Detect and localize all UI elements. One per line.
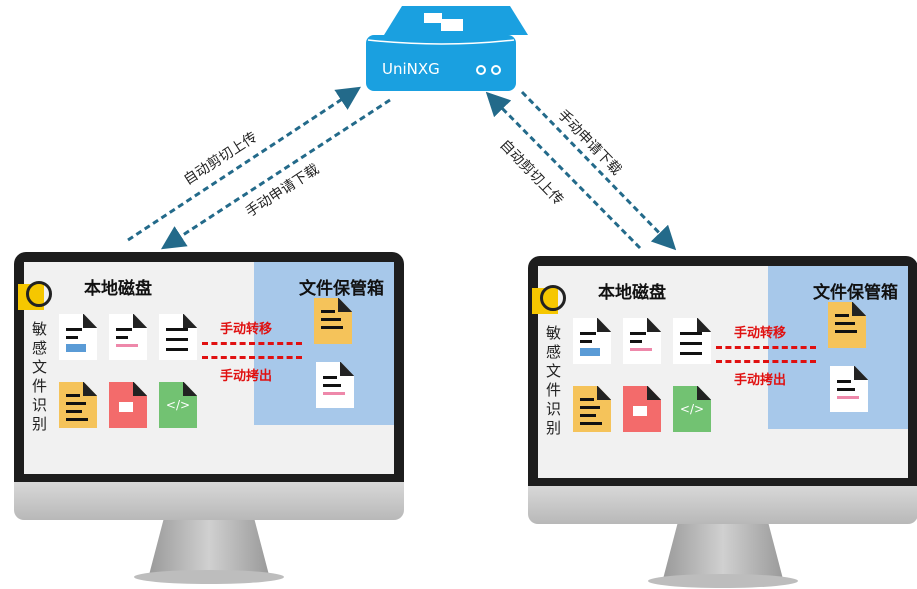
chart-doc-icon bbox=[109, 314, 147, 360]
chart-doc-icon bbox=[623, 318, 661, 364]
spreadsheet-doc-icon bbox=[159, 314, 197, 360]
gateway-device bbox=[366, 6, 528, 91]
local-disk-title: 本地磁盘 bbox=[598, 283, 666, 303]
code-doc-icon: </> bbox=[673, 386, 711, 432]
vault-chart-doc-icon bbox=[316, 362, 354, 408]
monitor-stand bbox=[149, 520, 269, 575]
copy-out-arrow bbox=[202, 356, 302, 359]
magnifier-icon bbox=[532, 285, 566, 314]
monitor-stand bbox=[663, 524, 783, 579]
vault-title: 文件保管箱 bbox=[813, 283, 898, 303]
monitor-right: 本地磁盘 文件保管箱 敏感文件识别 </> 手动转移 手动拷出 bbox=[528, 256, 917, 589]
monitor-base bbox=[134, 570, 284, 584]
vault-text-doc-icon bbox=[828, 302, 866, 348]
sensitive-file-label: 敏感文件识别 bbox=[546, 324, 562, 437]
transfer-arrow bbox=[202, 342, 302, 345]
transfer-arrow bbox=[716, 346, 816, 349]
vault-title: 文件保管箱 bbox=[299, 279, 384, 299]
screen: 本地磁盘 文件保管箱 敏感文件识别 </> 手动转移 手动拷出 bbox=[18, 262, 394, 474]
local-disk-title: 本地磁盘 bbox=[84, 279, 152, 299]
led-icon bbox=[491, 65, 501, 75]
led-icon bbox=[476, 65, 486, 75]
right-download-line bbox=[520, 90, 677, 251]
right-upload-line bbox=[485, 91, 642, 250]
copy-out-arrow bbox=[716, 360, 816, 363]
left-download-line bbox=[160, 98, 391, 250]
manual-transfer-label: 手动转移 bbox=[220, 322, 273, 337]
monitor-chin bbox=[528, 486, 917, 524]
vault-text-doc-icon bbox=[314, 298, 352, 344]
gateway-name: UniNXG bbox=[382, 60, 440, 78]
manual-transfer-label: 手动转移 bbox=[734, 326, 787, 341]
monitor-chin bbox=[14, 482, 404, 520]
left-upload-line bbox=[127, 86, 362, 242]
magnifier-icon bbox=[18, 281, 52, 310]
video-doc-icon bbox=[623, 386, 661, 432]
monitor-left: 本地磁盘 文件保管箱 敏感文件识别 </> 手动转移 手动拷出 bbox=[14, 252, 404, 585]
manual-copy-out-label: 手动拷出 bbox=[734, 373, 787, 388]
image-doc-icon bbox=[59, 314, 97, 360]
spreadsheet-doc-icon bbox=[673, 318, 711, 364]
image-doc-icon bbox=[573, 318, 611, 364]
manual-copy-out-label: 手动拷出 bbox=[220, 369, 273, 384]
screen: 本地磁盘 文件保管箱 敏感文件识别 </> 手动转移 手动拷出 bbox=[532, 266, 908, 478]
text-doc-icon bbox=[59, 382, 97, 428]
monitor-base bbox=[648, 574, 798, 588]
code-doc-icon: </> bbox=[159, 382, 197, 428]
video-doc-icon bbox=[109, 382, 147, 428]
sensitive-file-label: 敏感文件识别 bbox=[32, 320, 48, 433]
text-doc-icon bbox=[573, 386, 611, 432]
